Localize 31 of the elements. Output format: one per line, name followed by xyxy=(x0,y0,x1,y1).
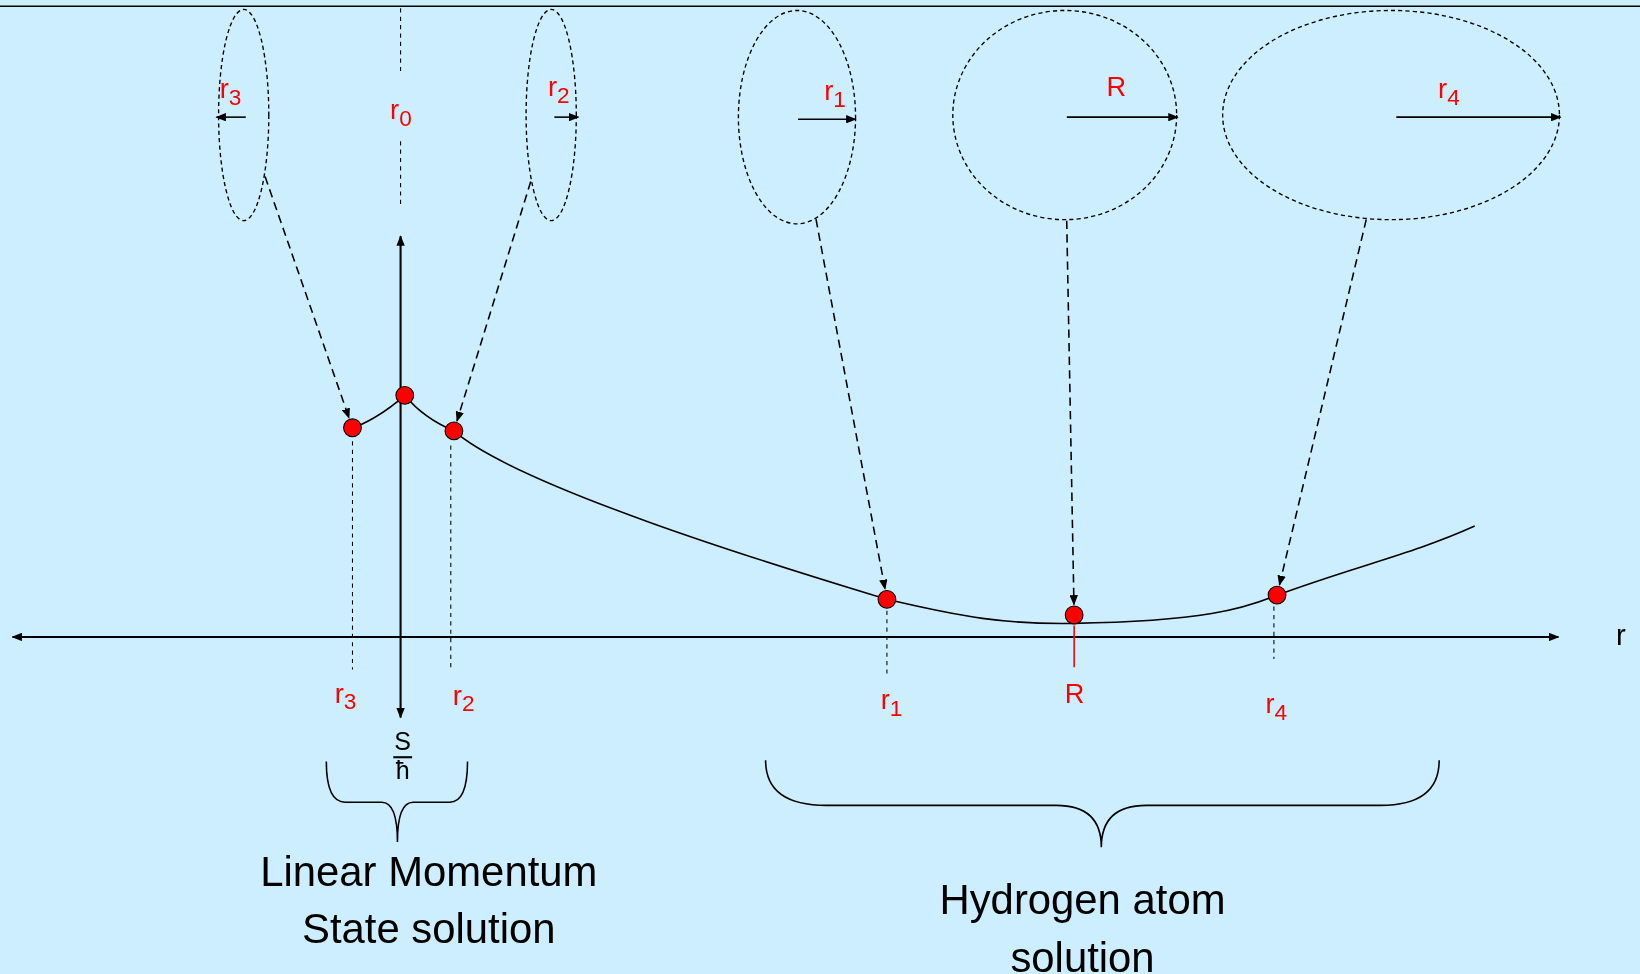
point-marker xyxy=(343,418,362,438)
axis-label: r xyxy=(1615,619,1626,653)
point-marker xyxy=(1267,585,1287,605)
orbit-ellipse xyxy=(217,8,270,222)
point-marker xyxy=(444,421,464,441)
axis-tick-label: r$_{3}$ xyxy=(334,679,357,714)
axis-tick-label: r$_{2}$ xyxy=(452,681,475,716)
radius-label: r$_{3}$ xyxy=(219,75,242,109)
point-marker xyxy=(395,385,415,405)
point-marker xyxy=(877,589,897,609)
orbit-ellipse xyxy=(525,8,578,222)
axis-tick-label: R xyxy=(1064,679,1085,708)
dashed-arrow xyxy=(455,180,532,422)
point-marker xyxy=(1064,605,1084,625)
axis-label: S ħ xyxy=(392,726,414,786)
radius-label: r$_{2}$ xyxy=(548,73,570,107)
orbit-ellipse xyxy=(1221,9,1561,221)
caption-text: Hydrogen atom solution xyxy=(938,875,1227,974)
radius-label: r$_{1}$ xyxy=(824,77,846,111)
radius-label: r$_{4}$ xyxy=(1438,75,1460,109)
dashed-arrow xyxy=(1065,219,1078,606)
radius-label: R xyxy=(1106,73,1127,101)
orbit-ellipse xyxy=(951,9,1178,221)
radius-label: r$_{0}$ xyxy=(390,96,412,130)
dashed-arrow xyxy=(264,175,350,419)
orbit-ellipse xyxy=(737,9,857,225)
dashed-arrow xyxy=(1277,218,1367,586)
caption-text: Linear Momentum State solution xyxy=(259,847,599,954)
axis-tick-label: r$_{1}$ xyxy=(880,686,903,720)
axis-tick-label: r$_{4}$ xyxy=(1265,690,1288,724)
dashed-arrow xyxy=(815,218,888,591)
